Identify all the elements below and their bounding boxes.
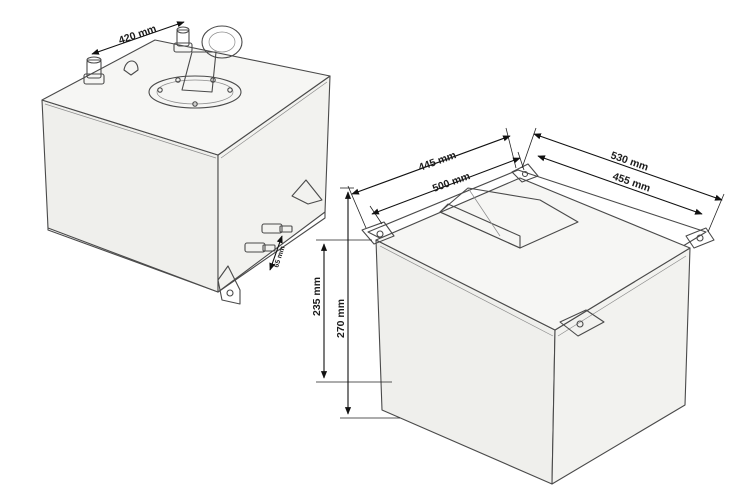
ground-tab <box>123 60 139 76</box>
right-tank-view <box>361 163 715 485</box>
dimension-label-445: 445 mm <box>417 149 458 174</box>
fuel-filler-cap <box>148 25 243 109</box>
mounting-bracket-rear <box>291 179 323 205</box>
dimension-label-455: 455 mm <box>611 170 652 194</box>
mounting-bracket-front <box>217 265 241 305</box>
corner-tab-right <box>685 227 715 249</box>
dimension-label-270: 270 mm <box>335 299 347 338</box>
side-outlet-fittings <box>244 223 293 253</box>
dimension-body-height: 235 mm <box>311 239 392 383</box>
left-tank-view <box>41 25 331 305</box>
dimension-label-235: 235 mm <box>311 277 323 316</box>
dimension-total-height: 270 mm <box>335 187 400 419</box>
vent-fitting-left <box>83 56 105 85</box>
corner-tab-left <box>361 221 395 245</box>
left-tank-top-face <box>41 39 331 156</box>
corner-tab-front <box>559 309 605 337</box>
